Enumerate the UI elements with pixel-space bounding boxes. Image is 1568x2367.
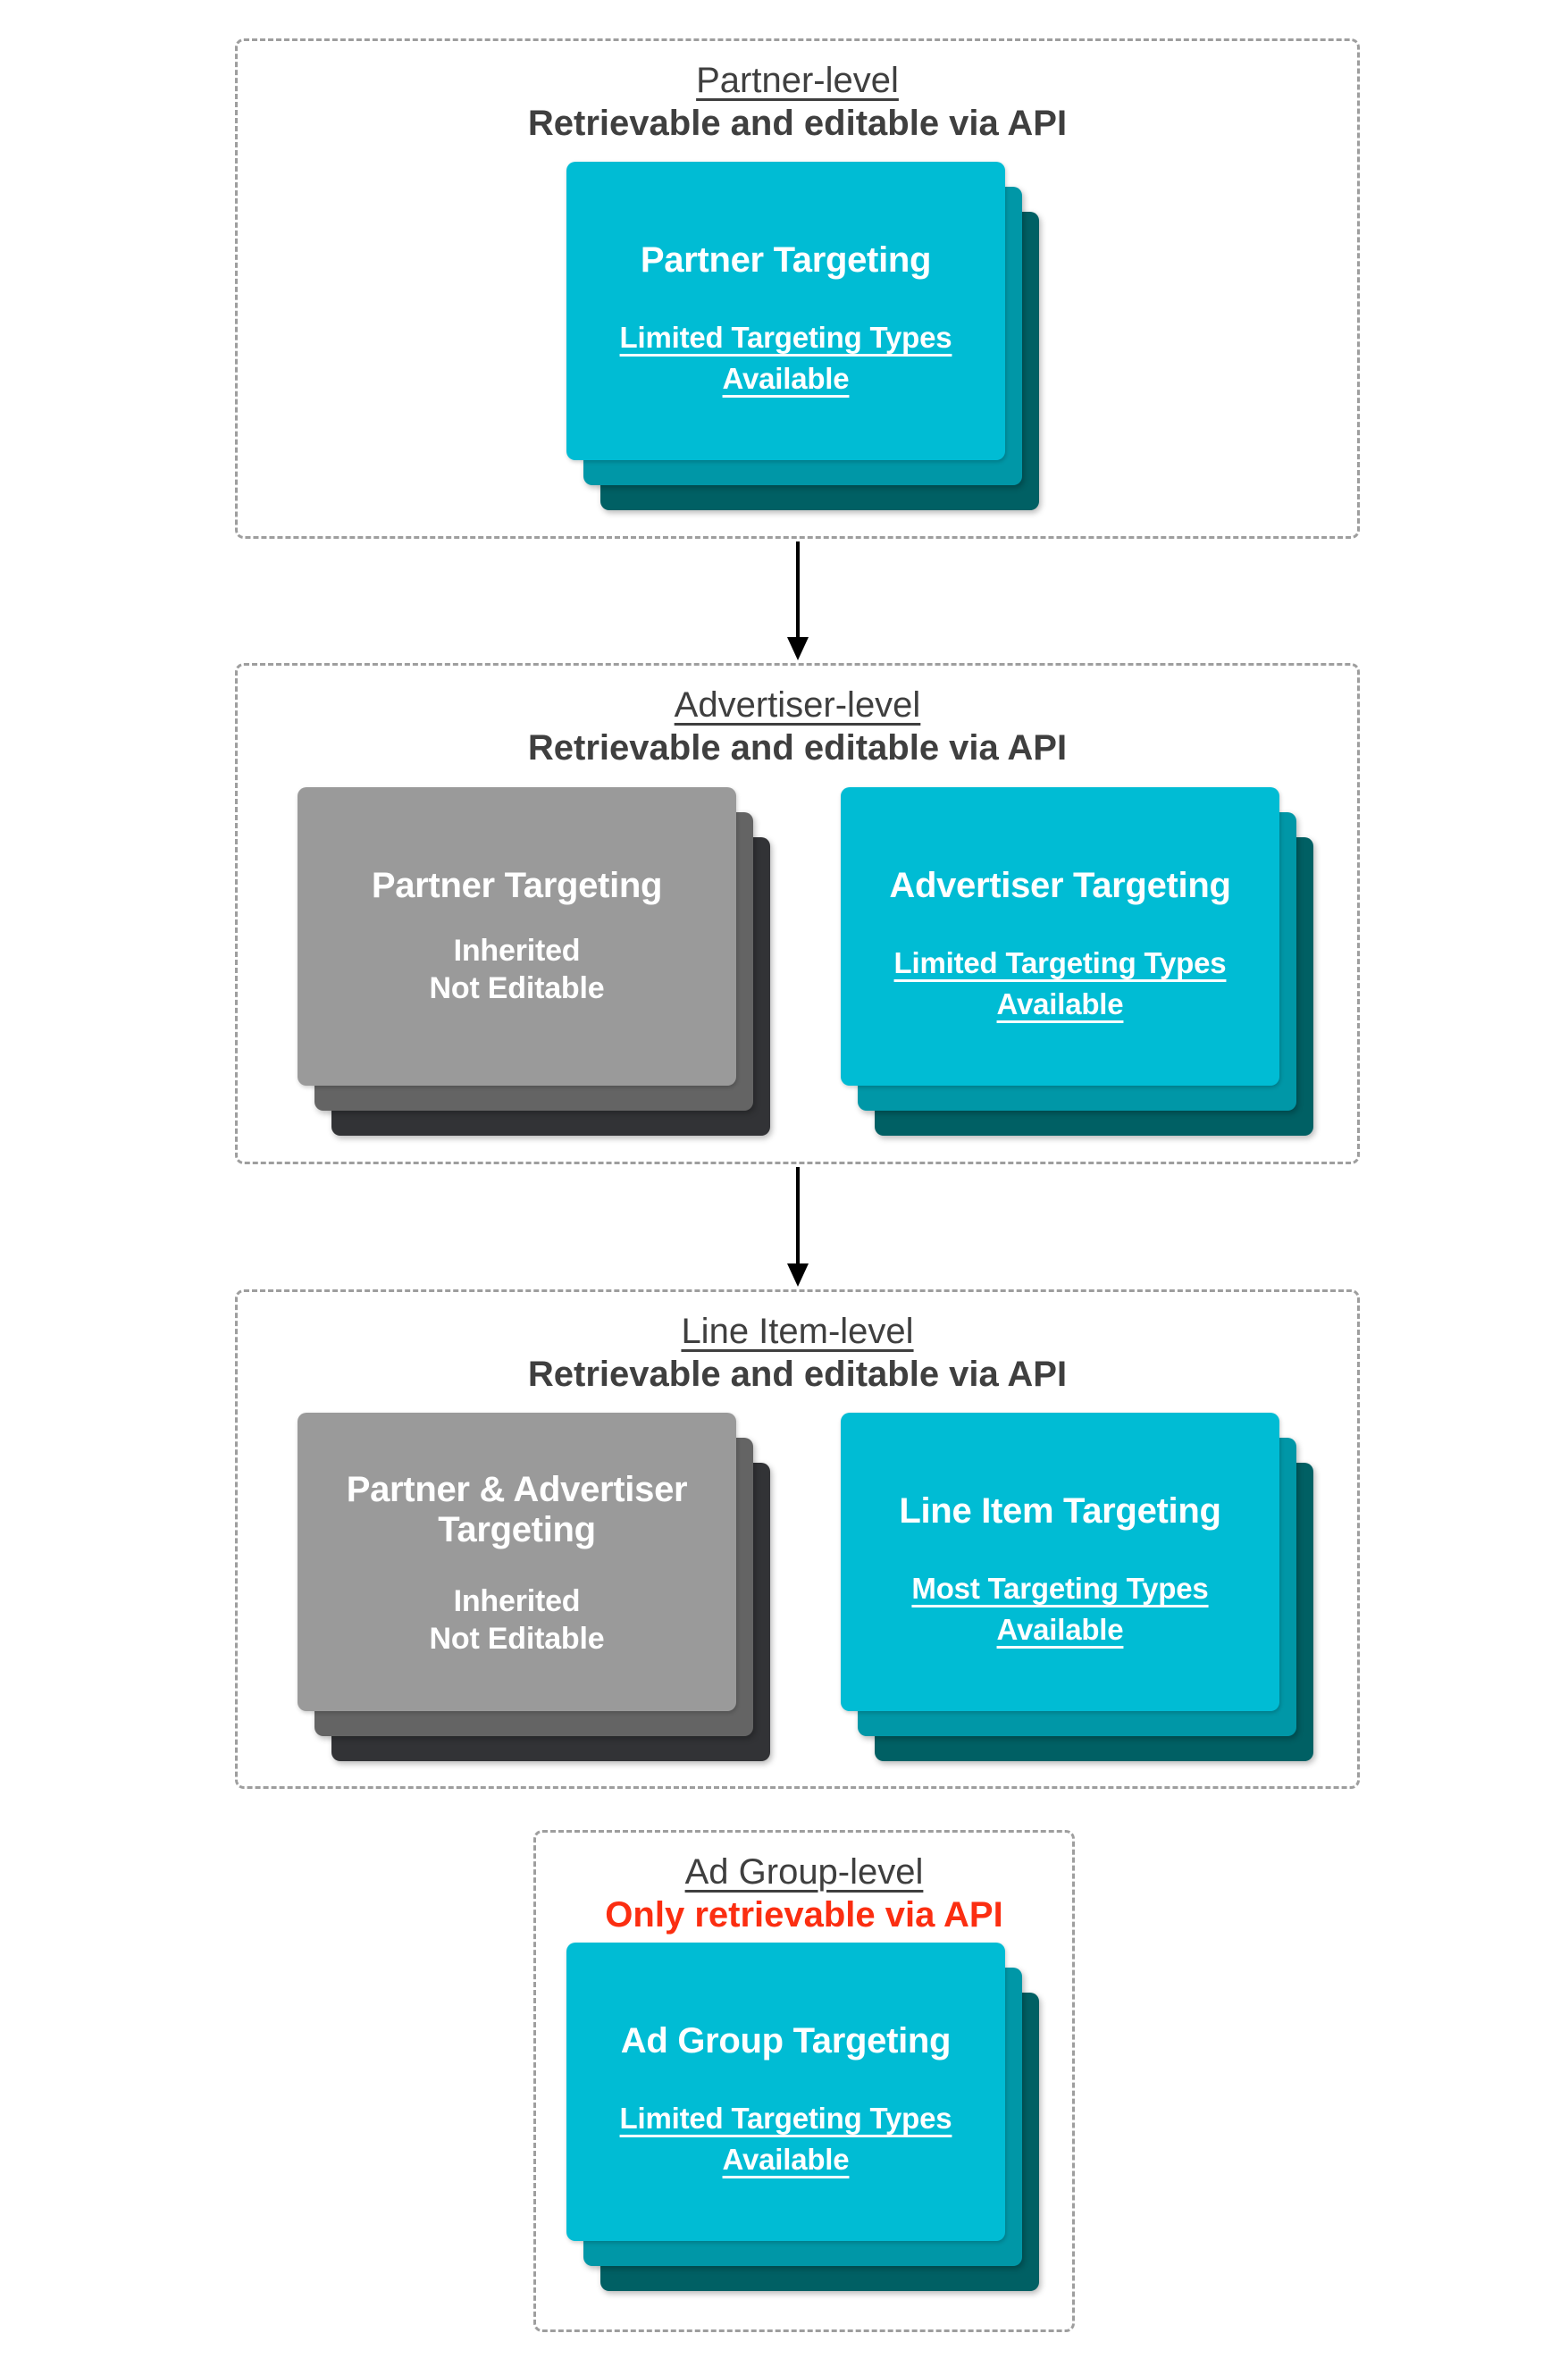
card-face: Partner & Advertiser Targeting Inherited… [298,1413,736,1711]
section-level-title: Partner-level [696,61,899,100]
card-subtitle: Inherited Not Editable [298,932,736,1007]
card-face: Ad Group Targeting Limited Targeting Typ… [566,1943,1005,2241]
card-subtitle-line: Available [996,1613,1124,1646]
section-line-item-level: Line Item-level Retrievable and editable… [235,1289,1360,1789]
card-advertiser-targeting: Advertiser Targeting Limited Targeting T… [841,787,1313,1136]
section-level-title: Ad Group-level [684,1852,924,1892]
card-partner-advertiser-targeting-inherited: Partner & Advertiser Targeting Inherited… [298,1413,770,1761]
card-subtitle-line: Available [996,987,1124,1020]
card-title: Ad Group Targeting [566,1943,1005,2062]
card-subtitle: Most Targeting Types Available [841,1568,1279,1650]
card-face: Advertiser Targeting Limited Targeting T… [841,787,1279,1086]
card-subtitle-line: Most Targeting Types [911,1572,1209,1605]
section-partner-level: Partner-level Retrievable and editable v… [235,38,1360,539]
card-title-line: Line Item Targeting [899,1491,1221,1531]
card-subtitle-line: Limited Targeting Types [893,946,1227,979]
card-subtitle-line: Not Editable [429,1622,605,1656]
arrow-shaft [796,541,800,637]
card-subtitle: Limited Targeting Types Available [566,2098,1005,2180]
card-title: Partner Targeting [298,787,736,907]
card-title-line: Targeting [438,1510,596,1549]
card-title-line: Partner Targeting [371,866,663,905]
section-api-note: Only retrievable via API [605,1895,1003,1935]
card-title: Partner & Advertiser Targeting [298,1413,736,1550]
card-face: Line Item Targeting Most Targeting Types… [841,1413,1279,1711]
section-level-title: Line Item-level [681,1312,914,1351]
card-subtitle-line: Available [722,2143,850,2176]
card-title: Advertiser Targeting [841,787,1279,907]
section-api-note: Retrievable and editable via API [527,728,1068,768]
card-ad-group-targeting: Ad Group Targeting Limited Targeting Typ… [566,1943,1039,2291]
section-api-note: Retrievable and editable via API [527,1355,1068,1394]
flow-arrow-down-2 [787,1167,809,1287]
card-subtitle: Limited Targeting Types Available [841,943,1279,1025]
card-partner-targeting-inherited: Partner Targeting Inherited Not Editable [298,787,770,1136]
flow-arrow-down-1 [787,541,809,660]
card-title: Line Item Targeting [841,1413,1279,1532]
section-ad-group-level: Ad Group-level Only retrievable via API … [533,1830,1075,2332]
card-title-line: Partner & Advertiser [346,1470,688,1509]
section-level-title: Advertiser-level [674,685,921,725]
card-subtitle-line: Limited Targeting Types [619,321,952,354]
section-header: Partner-level Retrievable and editable v… [238,41,1357,145]
card-partner-targeting: Partner Targeting Limited Targeting Type… [566,162,1039,510]
card-subtitle: Limited Targeting Types Available [566,317,1005,399]
section-header: Advertiser-level Retrievable and editabl… [238,666,1357,769]
card-line-item-targeting: Line Item Targeting Most Targeting Types… [841,1413,1313,1761]
card-subtitle-line: Inherited [453,1584,581,1618]
card-subtitle-line: Not Editable [429,971,605,1005]
card-subtitle-line: Available [722,362,850,395]
card-subtitle-line: Inherited [453,934,581,968]
card-subtitle: Inherited Not Editable [298,1582,736,1658]
card-subtitle-line: Limited Targeting Types [619,2102,952,2135]
card-title: Partner Targeting [566,162,1005,281]
section-advertiser-level: Advertiser-level Retrievable and editabl… [235,663,1360,1164]
arrow-head-icon [787,1263,809,1287]
card-title-line: Partner Targeting [640,240,932,280]
section-header: Ad Group-level Only retrievable via API [536,1833,1072,1936]
card-title-line: Advertiser Targeting [889,866,1231,905]
section-api-note: Retrievable and editable via API [527,104,1068,143]
arrow-head-icon [787,637,809,660]
arrow-shaft [796,1167,800,1263]
card-face: Partner Targeting Inherited Not Editable [298,787,736,1086]
card-title-line: Ad Group Targeting [620,2021,952,2061]
section-header: Line Item-level Retrievable and editable… [238,1292,1357,1396]
card-face: Partner Targeting Limited Targeting Type… [566,162,1005,460]
